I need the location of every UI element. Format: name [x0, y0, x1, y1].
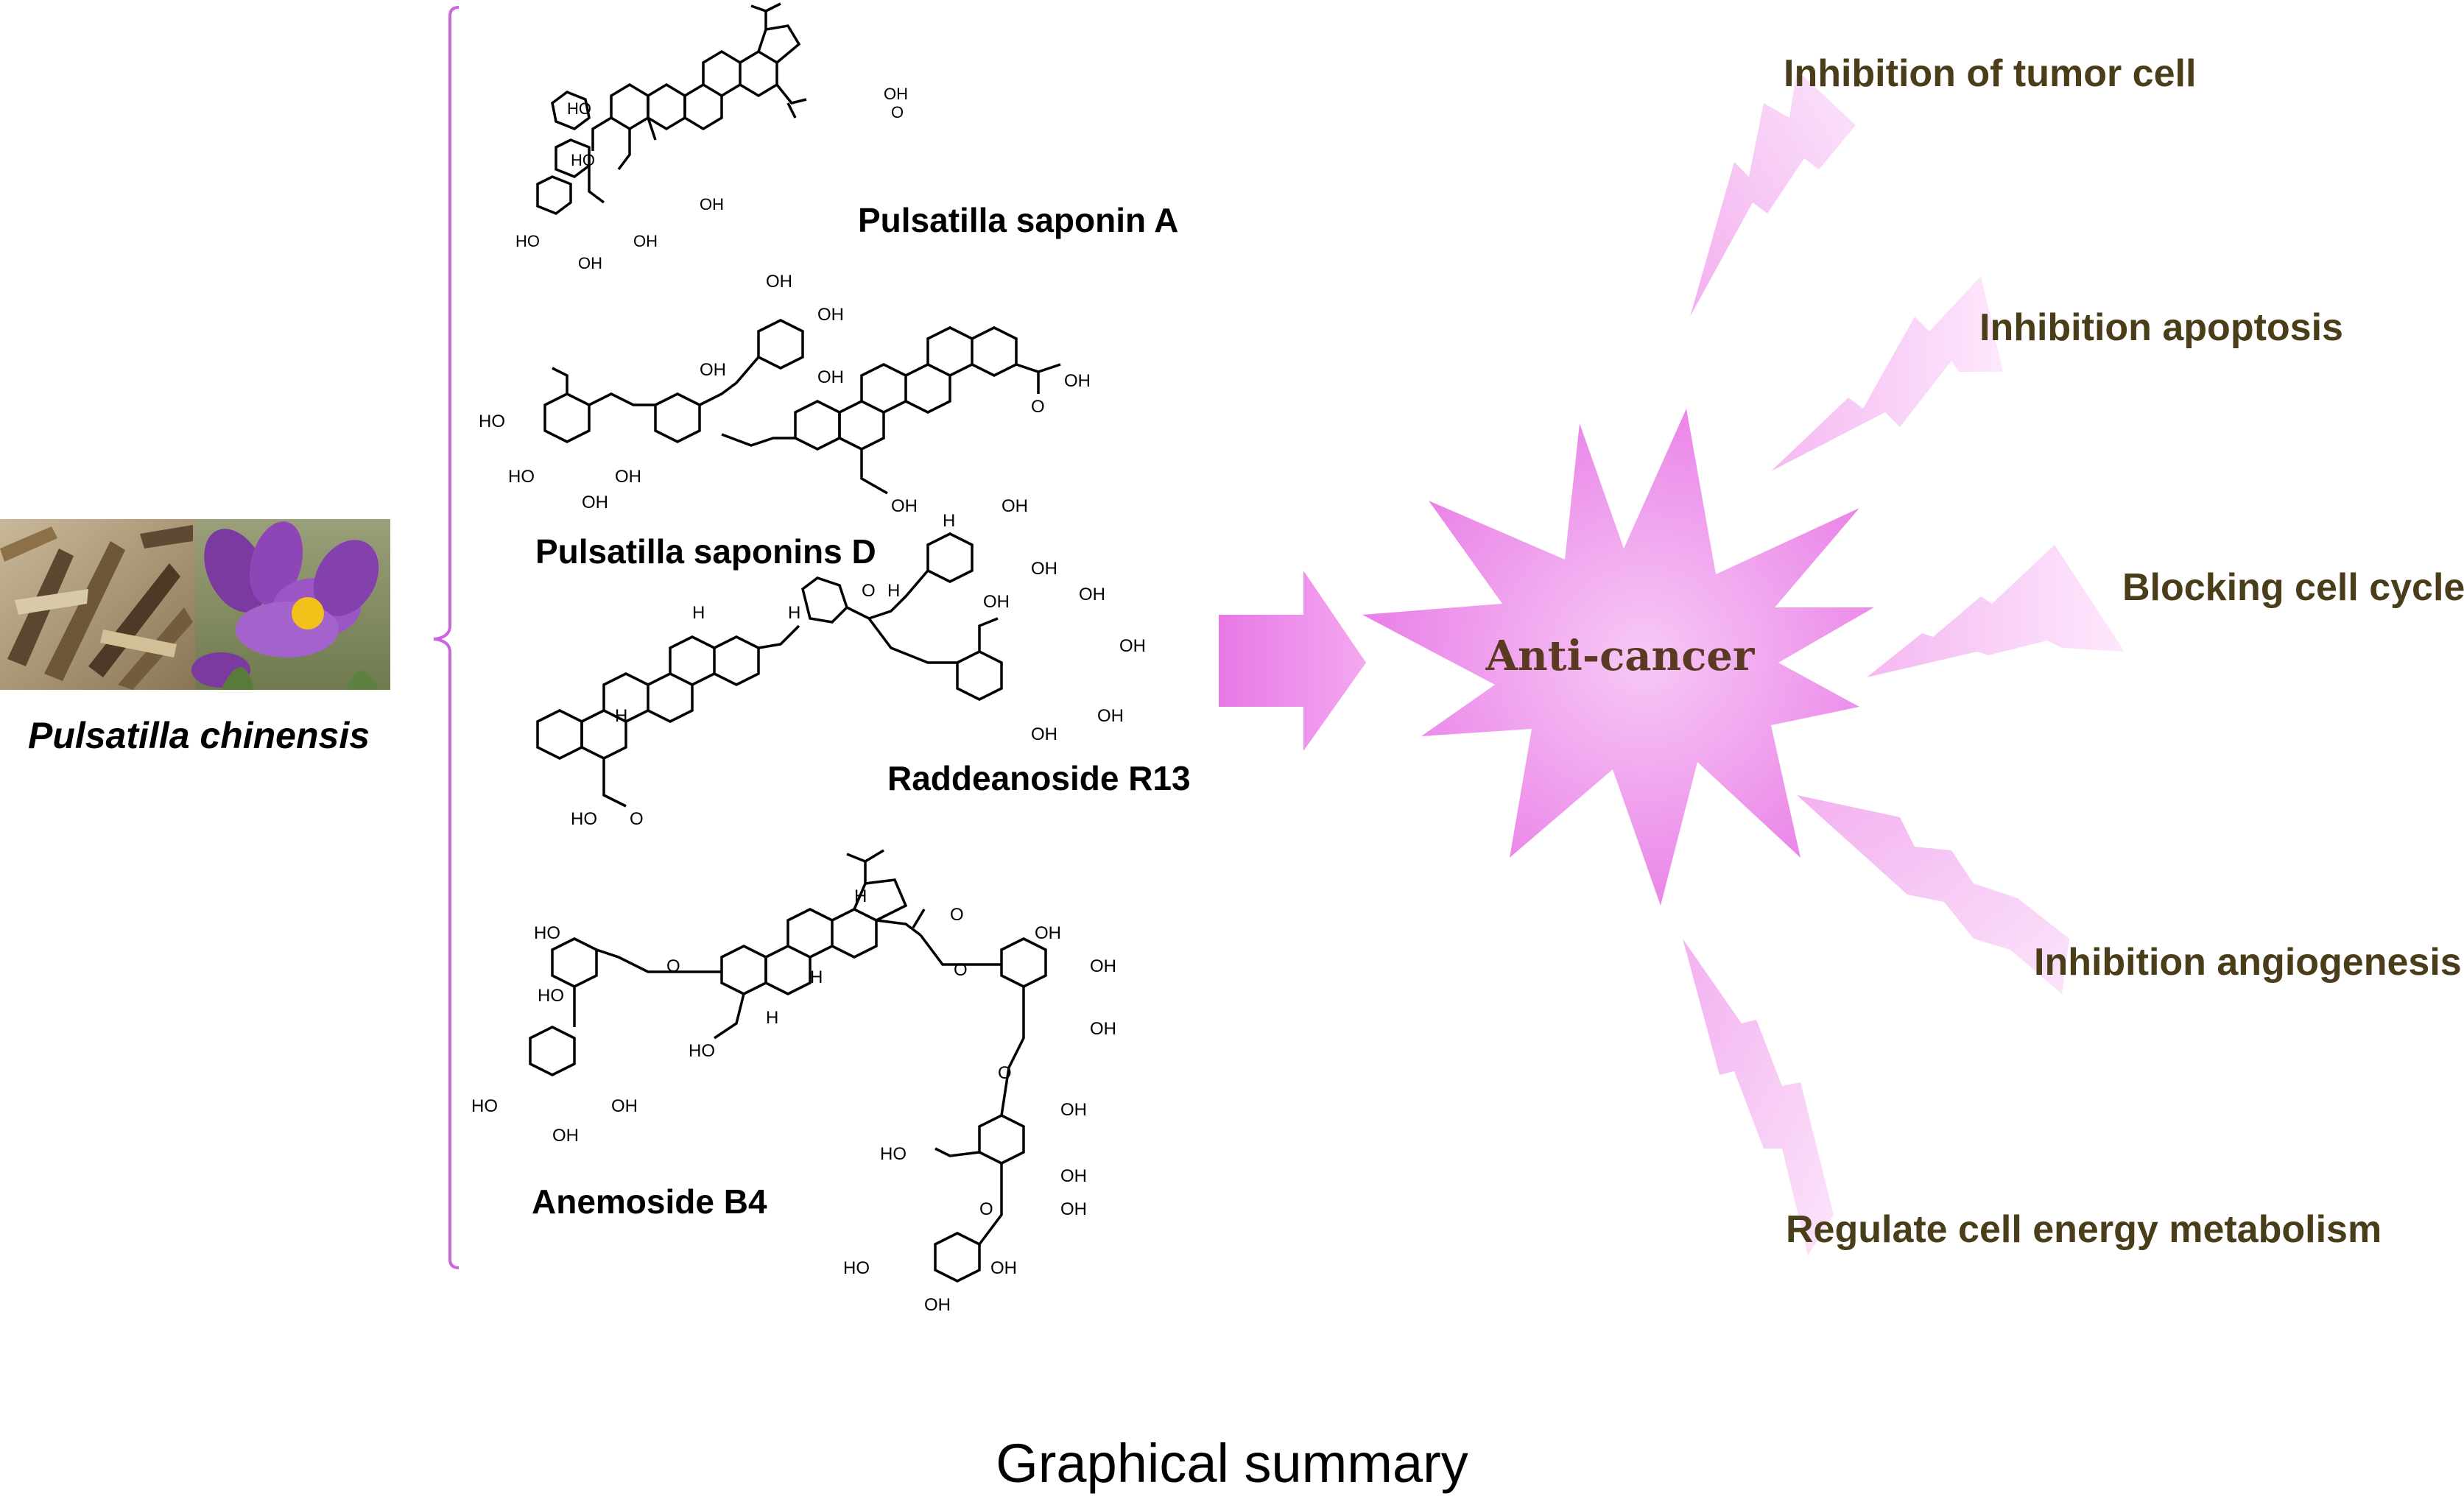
- label-ho: HO: [538, 986, 564, 1006]
- plant-photo-panel: [0, 519, 390, 690]
- label-h: H: [692, 603, 705, 623]
- label-oh: OH: [1097, 706, 1124, 726]
- effect-label: Inhibition apoptosis: [1979, 306, 2343, 349]
- label-o: O: [998, 1063, 1012, 1083]
- label-oh: OH: [700, 360, 726, 380]
- structure-labels-raddeanoside: O H H H H H OH OH OH OH OH OH OH HO O: [571, 496, 1146, 829]
- structure-labels-saponin-a: HO HO HO OH OH OH OH O: [515, 85, 908, 272]
- structure-labels-anemoside: HO HO HO OH OH HO O H H H O O OH OH OH O…: [471, 886, 1116, 1315]
- label-o: O: [979, 1199, 993, 1219]
- compound-name: Anemoside B4: [532, 1182, 767, 1221]
- label-h: H: [887, 581, 900, 601]
- structure-labels-saponins-d: HO HO OH OH OH OH OH OH OH OH O: [479, 272, 1091, 516]
- lightning-bolt-icon: [1797, 795, 2069, 994]
- label-oh: OH: [891, 496, 918, 516]
- label-ho: HO: [843, 1258, 870, 1278]
- label-oh: OH: [1090, 956, 1116, 976]
- right-arrow-icon: [1219, 571, 1366, 751]
- label-oh: OH: [552, 1126, 579, 1146]
- label-ho: HO: [571, 809, 597, 829]
- label-oh: OH: [700, 195, 724, 214]
- label-oh: OH: [633, 232, 658, 250]
- lightning-bolt-icon: [1683, 939, 1834, 1255]
- lightning-bolt-icon: [1867, 545, 2125, 677]
- dried-root-photo-icon: [0, 519, 195, 690]
- label-h: H: [854, 886, 867, 906]
- compound-name: Pulsatilla saponins D: [535, 532, 876, 571]
- label-ho: HO: [880, 1144, 907, 1164]
- effect-label: Inhibition of tumor cell: [1784, 52, 2197, 95]
- label-o: O: [950, 905, 964, 925]
- label-ho: HO: [534, 923, 560, 943]
- lightning-bolt-icon: [1690, 70, 1856, 317]
- label-oh: OH: [1002, 496, 1028, 516]
- label-oh: OH: [766, 272, 792, 292]
- effect-label: Blocking cell cycle: [2122, 566, 2464, 609]
- label-ho: HO: [508, 467, 535, 487]
- effect-label: Regulate cell energy metabolism: [1786, 1208, 2382, 1251]
- compound-bracket: [433, 6, 460, 1269]
- label-h: H: [943, 511, 955, 531]
- label-oh: OH: [611, 1096, 638, 1116]
- label-oh: OH: [1031, 559, 1057, 579]
- label-o: O: [862, 581, 876, 601]
- label-o: O: [630, 809, 644, 829]
- label-oh: OH: [924, 1295, 951, 1315]
- lightning-bolt-icon: [1771, 276, 2003, 471]
- label-o: O: [1031, 397, 1045, 417]
- label-o: O: [666, 956, 680, 976]
- compound-name: Raddeanoside R13: [887, 759, 1191, 797]
- label-oh: OH: [1119, 636, 1146, 656]
- label-oh: OH: [1060, 1199, 1087, 1219]
- label-o: O: [954, 960, 968, 980]
- label-h: H: [615, 706, 627, 726]
- label-ho: HO: [479, 412, 505, 431]
- label-o: O: [891, 103, 904, 121]
- structure-raddeanoside-r13: [536, 532, 1003, 808]
- compound-name: Pulsatilla saponin A: [858, 201, 1179, 239]
- label-h: H: [766, 1008, 778, 1028]
- anti-cancer-label: Anti-cancer: [1485, 632, 1755, 680]
- plant-name: Pulsatilla chinensis: [27, 715, 370, 756]
- label-oh: OH: [1064, 371, 1091, 391]
- starburst-icon: [1362, 409, 1874, 906]
- label-ho: HO: [571, 151, 595, 169]
- label-oh: OH: [817, 367, 844, 387]
- label-oh: OH: [1090, 1019, 1116, 1039]
- label-h: H: [788, 603, 800, 623]
- label-oh: OH: [578, 254, 602, 272]
- structure-pulsatilla-saponin-a: [536, 2, 807, 215]
- label-h: H: [810, 967, 823, 987]
- label-ho: HO: [515, 232, 540, 250]
- label-oh: OH: [817, 305, 844, 325]
- label-oh: OH: [1060, 1100, 1087, 1120]
- label-oh: OH: [582, 493, 608, 512]
- effect-label: Inhibition angiogenesis: [2034, 941, 2462, 984]
- structure-pulsatilla-saponins-d: [543, 319, 1061, 495]
- purple-flower-photo-icon: [191, 519, 390, 690]
- structure-anemoside-b4: [529, 849, 1047, 1283]
- label-oh: OH: [983, 592, 1010, 612]
- label-oh: OH: [990, 1258, 1017, 1278]
- label-ho: HO: [471, 1096, 498, 1116]
- label-oh: OH: [884, 85, 908, 103]
- label-oh: OH: [1060, 1166, 1087, 1186]
- label-oh: OH: [615, 467, 641, 487]
- figure-caption: Graphical summary: [996, 1433, 1468, 1494]
- label-ho: HO: [567, 99, 591, 118]
- label-oh: OH: [1079, 585, 1105, 604]
- label-oh: OH: [1031, 724, 1057, 744]
- label-ho: HO: [689, 1041, 715, 1061]
- label-oh: OH: [1035, 923, 1061, 943]
